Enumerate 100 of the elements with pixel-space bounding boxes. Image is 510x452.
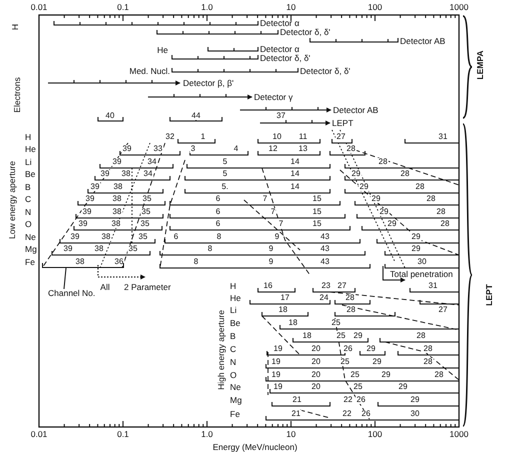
channel-number: 43 xyxy=(320,258,330,266)
channel-number: 1 xyxy=(200,133,206,141)
element-label: Ne xyxy=(25,232,36,242)
channel-number: 38 xyxy=(112,195,122,203)
channel-number: 30 xyxy=(410,410,420,418)
channel-number: 39 xyxy=(112,158,122,166)
channel-number: 39 xyxy=(84,195,96,203)
channel-number: 12 xyxy=(268,145,278,153)
element-label: N xyxy=(230,358,236,366)
channel-number: 8 xyxy=(206,245,214,253)
channel-number: 15 xyxy=(312,195,322,203)
channel-number: 21 xyxy=(292,396,302,404)
channel-number: 3 xyxy=(190,145,196,153)
detector-label: Detector α xyxy=(260,18,300,28)
particle-label: He xyxy=(157,46,168,54)
channel-number: 7 xyxy=(278,220,284,228)
channel-number: 20 xyxy=(310,371,322,379)
channel-number: 5 xyxy=(222,158,228,166)
channel-number: 5 xyxy=(222,170,228,178)
channel-number: 28 xyxy=(346,145,356,153)
channel-number: 31 xyxy=(428,282,438,290)
channel-number: 28 xyxy=(416,332,426,340)
channel-number: 39 xyxy=(62,245,74,253)
group-label: High energy aperture xyxy=(216,310,226,390)
channel-number: 29 xyxy=(410,233,422,241)
element-label: N xyxy=(25,208,32,216)
channel-number: 7 xyxy=(262,195,268,203)
channel-number: 29 xyxy=(398,383,408,391)
channel-number: 29 xyxy=(378,208,390,216)
channel-number: 9 xyxy=(268,258,274,266)
axis-tick-label: 1.0 xyxy=(201,430,213,438)
element-label: Be xyxy=(25,170,36,178)
system-label: LEPT xyxy=(332,118,354,128)
region-label: All xyxy=(100,282,110,292)
axis-tick-label: 1000 xyxy=(450,2,468,12)
channel-number: 25 xyxy=(340,358,350,366)
channel-number: 27 xyxy=(438,306,448,314)
axis-tick-label: 0.01 xyxy=(30,430,48,438)
element-label: O xyxy=(25,220,32,228)
channel-number: 19 xyxy=(270,371,282,379)
axis-tick-label: 100 xyxy=(368,430,382,438)
region-label: 2 Parameter xyxy=(124,282,171,292)
axis-title: Energy (MeV/nucleon) xyxy=(212,442,298,452)
element-label: Fe xyxy=(230,410,240,418)
axis-tick-label: 0.1 xyxy=(117,2,129,12)
channel-number: 29 xyxy=(366,345,376,353)
channel-number: 40 xyxy=(104,112,116,120)
channel-number: 29 xyxy=(410,245,422,253)
channel-number: 28 xyxy=(346,306,356,314)
detector-label: Detector γ xyxy=(254,92,293,102)
channel-number: 28 xyxy=(414,183,426,191)
channel-number: 7 xyxy=(270,208,276,216)
group-label: Electrons xyxy=(12,77,22,113)
detector-label: Detector α xyxy=(260,44,300,54)
detector-label: Detector δ, δ' xyxy=(280,28,330,36)
element-label: B xyxy=(25,182,31,192)
channel-number: 29 xyxy=(410,396,420,404)
element-label: H xyxy=(25,132,32,142)
channel-number: 35 xyxy=(140,220,150,228)
channel-number: 18 xyxy=(278,306,288,314)
element-label: He xyxy=(25,144,36,154)
channel-number: 20 xyxy=(310,358,322,366)
channel-number: 19 xyxy=(272,345,284,353)
channel-number: 28 xyxy=(344,294,356,302)
axis-tick-label: 1.0 xyxy=(201,2,213,12)
channel-number: 35 xyxy=(138,233,148,241)
channel-number: 15 xyxy=(312,220,322,228)
channel-number: 35 xyxy=(128,245,138,253)
channel-number: 19 xyxy=(272,383,284,391)
channel-number: 31 xyxy=(438,133,448,141)
channel-number: 14 xyxy=(290,158,300,166)
channel-number: 28 xyxy=(436,208,446,216)
channel-number: 5. xyxy=(220,183,230,191)
channel-number: 38 xyxy=(94,245,104,253)
channel-number: 28 xyxy=(422,345,434,353)
channel-number: 18 xyxy=(288,319,298,327)
channel-number: 9 xyxy=(268,245,274,253)
channel-number: 39 xyxy=(122,145,132,153)
system-label: LEPT xyxy=(484,284,494,306)
channel-number: 29 xyxy=(386,220,398,228)
channel-number: 27 xyxy=(336,282,348,290)
group-label: Low energy aperture xyxy=(8,161,16,239)
channel-number: 43 xyxy=(320,245,330,253)
channel-number: 29 xyxy=(352,332,364,340)
energy-range-bar xyxy=(42,263,124,268)
channel-number: 28 xyxy=(434,371,444,379)
channel-number: 6 xyxy=(172,233,180,241)
channel-number: 30 xyxy=(416,258,428,266)
channel-number: 35 xyxy=(140,208,152,216)
channel-number: 20 xyxy=(310,345,322,353)
channel-number: 39 xyxy=(100,170,110,178)
axis-tick-label: 10 xyxy=(286,430,296,438)
detector-label: Detector β, β' xyxy=(183,78,234,88)
channel-number: 38 xyxy=(100,233,112,241)
region-label: Total penetration xyxy=(390,270,453,278)
channel-number: 37 xyxy=(276,112,286,120)
channel-number: 39 xyxy=(90,183,100,191)
leader-line xyxy=(64,268,66,290)
channel-number: 8 xyxy=(216,233,222,241)
element-label: Ne xyxy=(230,382,241,392)
